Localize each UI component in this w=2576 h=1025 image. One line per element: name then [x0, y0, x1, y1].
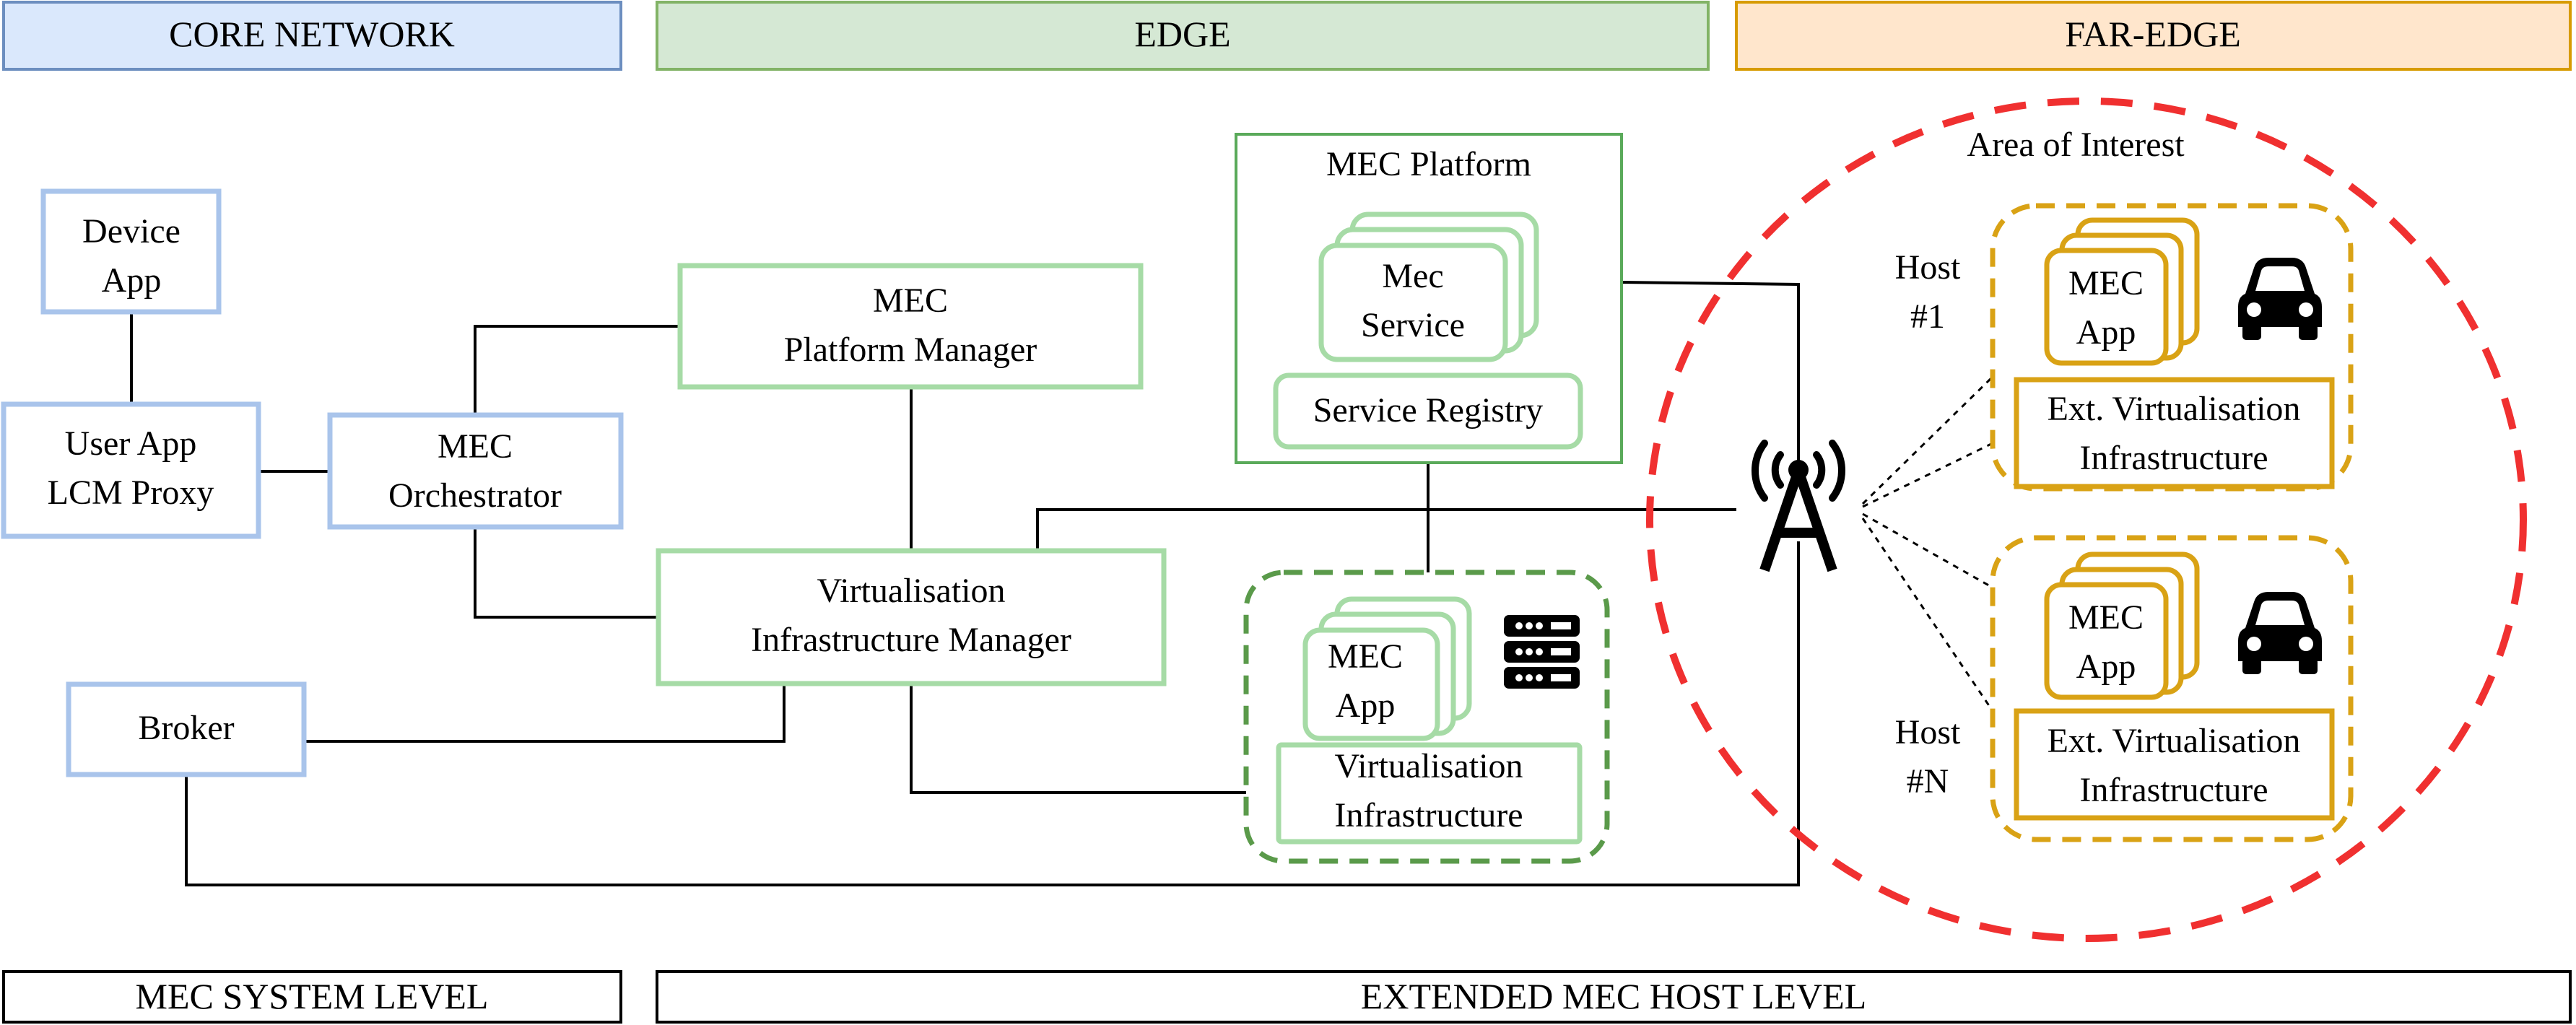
host-n-label-line2: #N	[1907, 762, 1949, 801]
area-of-interest	[1646, 97, 2527, 942]
edge-mec-app-card[interactable]: MEC App	[1302, 627, 1440, 741]
device-app-box[interactable]: Device App	[40, 188, 222, 315]
band-edge: EDGE	[656, 1, 1710, 71]
svg-text:MEC: MEC	[2068, 264, 2144, 302]
link-orchestrator-to-vim	[474, 527, 658, 619]
svg-text:App: App	[2076, 647, 2136, 686]
svg-text:Platform Manager: Platform Manager	[784, 331, 1037, 369]
svg-text:App: App	[102, 261, 162, 300]
band-extended-mec-host-level-label: EXTENDED MEC HOST LEVEL	[1361, 976, 1866, 1016]
svg-text:MEC: MEC	[873, 282, 948, 320]
link-vim-to-antenna	[1036, 508, 1736, 551]
link-orchestrator-to-platform-manager	[474, 325, 680, 415]
band-edge-label: EDGE	[1134, 14, 1230, 54]
service-registry-box[interactable]: Service Registry	[1273, 372, 1583, 450]
far-edge-host-n[interactable]: Host #N MEC App Ext. Virtualisation Infr…	[1895, 535, 2354, 842]
mec-service-card[interactable]: Mec Service	[1318, 243, 1508, 362]
edge-mec-host[interactable]: MEC App Virtualisation Infrastructure	[1243, 570, 1610, 864]
link-vim-to-virtualisation-infrastructure	[910, 684, 1246, 794]
mec-platform-title: MEC Platform	[1326, 145, 1531, 183]
band-extended-mec-host-level: EXTENDED MEC HOST LEVEL	[656, 970, 2572, 1024]
car-icon	[2238, 258, 2322, 340]
svg-text:LCM Proxy: LCM Proxy	[48, 474, 214, 512]
user-app-lcm-proxy-box[interactable]: User App LCM Proxy	[1, 401, 261, 539]
svg-text:Orchestrator: Orchestrator	[388, 476, 562, 515]
host-n-label-line1: Host	[1895, 713, 1961, 751]
svg-text:Ext. Virtualisation: Ext. Virtualisation	[2048, 722, 2301, 760]
band-far-edge-label: FAR-EDGE	[2065, 14, 2241, 54]
band-core-network: CORE NETWORK	[2, 1, 622, 71]
band-mec-system-level: MEC SYSTEM LEVEL	[2, 970, 622, 1024]
wireless-links	[1861, 375, 1994, 712]
virtualisation-infrastructure-box[interactable]: Virtualisation Infrastructure	[1276, 742, 1583, 845]
antenna-tower-icon	[1752, 440, 1845, 572]
svg-text:User App: User App	[65, 424, 197, 463]
svg-text:Virtualisation: Virtualisation	[817, 572, 1005, 610]
host-n-mec-app-card[interactable]: MEC App	[2044, 582, 2169, 700]
svg-text:Infrastructure: Infrastructure	[1334, 796, 1523, 834]
svg-text:Virtualisation: Virtualisation	[1334, 747, 1523, 785]
svg-text:MEC: MEC	[1328, 637, 1403, 676]
area-of-interest-label: Area of Interest	[1967, 126, 2185, 164]
mec-platform-manager-box[interactable]: MEC Platform Manager	[677, 263, 1144, 390]
mec-orchestrator-box[interactable]: MEC Orchestrator	[327, 412, 624, 530]
band-far-edge: FAR-EDGE	[1735, 1, 2572, 71]
host-1-label-line2: #1	[1910, 297, 1945, 336]
far-edge-host-1[interactable]: Host #1 MEC App Ext. Virtualisation Infr…	[1895, 203, 2354, 492]
host-n-ext-virtualisation-infrastructure-box[interactable]: Ext. Virtualisation Infrastructure	[2014, 708, 2335, 821]
host-1-mec-app-card[interactable]: MEC App	[2044, 248, 2169, 366]
link-platform-to-antenna	[1621, 281, 1800, 479]
link-broker-to-antenna	[185, 541, 1800, 886]
broker-box[interactable]: Broker	[66, 681, 307, 777]
svg-text:MEC: MEC	[438, 427, 513, 466]
server-rack-icon	[1504, 615, 1580, 689]
band-core-network-label: CORE NETWORK	[169, 14, 455, 54]
svg-text:Service: Service	[1361, 306, 1465, 344]
mec-platform-box[interactable]: MEC Platform Mec Service Service Registr…	[1235, 133, 1623, 464]
svg-text:App: App	[1336, 686, 1396, 725]
svg-text:App: App	[2076, 313, 2136, 352]
svg-text:Mec: Mec	[1382, 257, 1443, 295]
svg-text:MEC: MEC	[2068, 598, 2144, 637]
svg-text:Broker: Broker	[138, 709, 234, 747]
svg-text:Device: Device	[82, 212, 180, 250]
svg-text:Infrastructure: Infrastructure	[2079, 439, 2268, 477]
band-mec-system-level-label: MEC SYSTEM LEVEL	[136, 976, 489, 1016]
host-1-label-line1: Host	[1895, 248, 1961, 287]
car-icon	[2238, 592, 2322, 674]
connectors	[130, 281, 1800, 886]
virtualisation-infrastructure-manager-box[interactable]: Virtualisation Infrastructure Manager	[656, 548, 1167, 686]
link-broker-to-vim	[304, 686, 786, 743]
svg-text:Ext. Virtualisation: Ext. Virtualisation	[2048, 390, 2301, 428]
svg-text:Infrastructure Manager: Infrastructure Manager	[751, 621, 1071, 659]
svg-text:Service Registry: Service Registry	[1313, 391, 1544, 429]
svg-text:Infrastructure: Infrastructure	[2079, 771, 2268, 809]
host-1-ext-virtualisation-infrastructure-box[interactable]: Ext. Virtualisation Infrastructure	[2014, 377, 2335, 489]
